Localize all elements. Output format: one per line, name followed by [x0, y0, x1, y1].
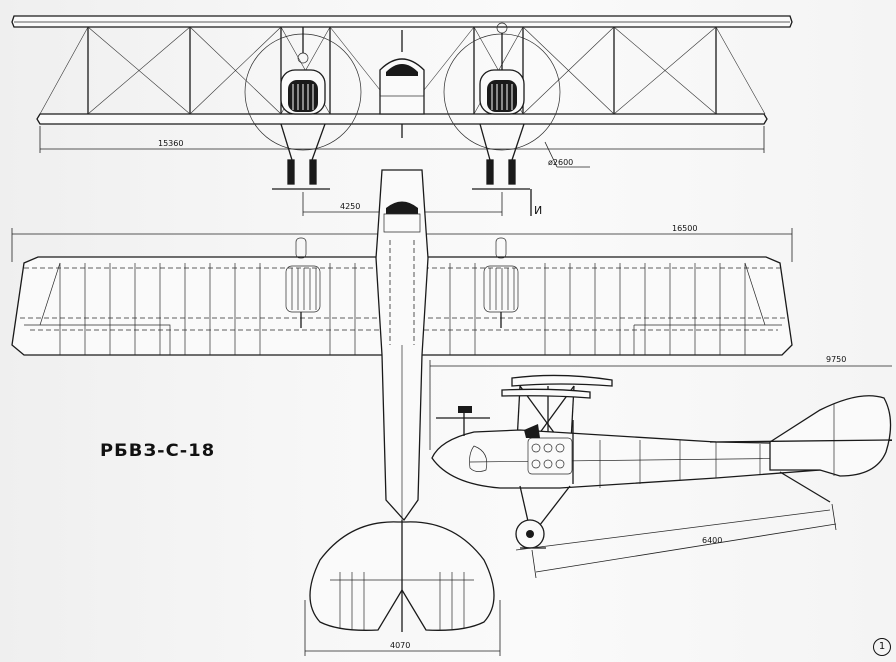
right-engine-plan: [483, 237, 519, 328]
side-fin-rudder: [769, 395, 892, 477]
plan-fuselage: [375, 169, 429, 522]
fuselage-front: [379, 30, 425, 138]
dim-tail-distance-label: 6400: [702, 536, 722, 545]
side-landing-gear: [515, 485, 571, 549]
dim-tail-distance: 6400: [531, 503, 837, 579]
front-upper-wing: [11, 15, 793, 28]
strut-mark: И: [534, 204, 542, 217]
dim-side-length: 9750: [429, 355, 892, 450]
dim-propeller-label: ø2600: [548, 158, 573, 167]
dim-engine-spacing-label: 4250: [340, 202, 360, 211]
front-landing-gear: [272, 123, 532, 216]
front-view: 15360 ø2600 4250 И: [11, 15, 793, 217]
dim-upper-span-label: 16500: [672, 224, 697, 233]
front-lower-wing: [36, 113, 768, 125]
machine-gun: [436, 406, 490, 436]
side-view: 9750: [429, 355, 893, 579]
dim-tailplane: 4070: [304, 600, 501, 656]
side-upper-wing: [511, 374, 613, 387]
dim-lower-span-label: 15360: [158, 139, 183, 148]
figure-number: 1: [873, 638, 891, 656]
left-engine-plan: [285, 237, 321, 328]
side-engine: [524, 420, 574, 484]
plan-tail: [309, 520, 495, 632]
left-engine-front: [280, 27, 326, 115]
aircraft-designation: РБВЗ-С-18: [100, 441, 216, 461]
plan-ribs: [59, 263, 746, 355]
dim-lower-span: 15360: [39, 126, 765, 153]
plan-view: 16500: [11, 169, 793, 656]
front-struts: [87, 27, 717, 114]
right-engine-front: [479, 22, 525, 115]
dim-tailplane-label: 4070: [390, 641, 410, 650]
dim-propeller: ø2600: [544, 141, 590, 168]
dim-side-length-label: 9750: [826, 355, 846, 364]
